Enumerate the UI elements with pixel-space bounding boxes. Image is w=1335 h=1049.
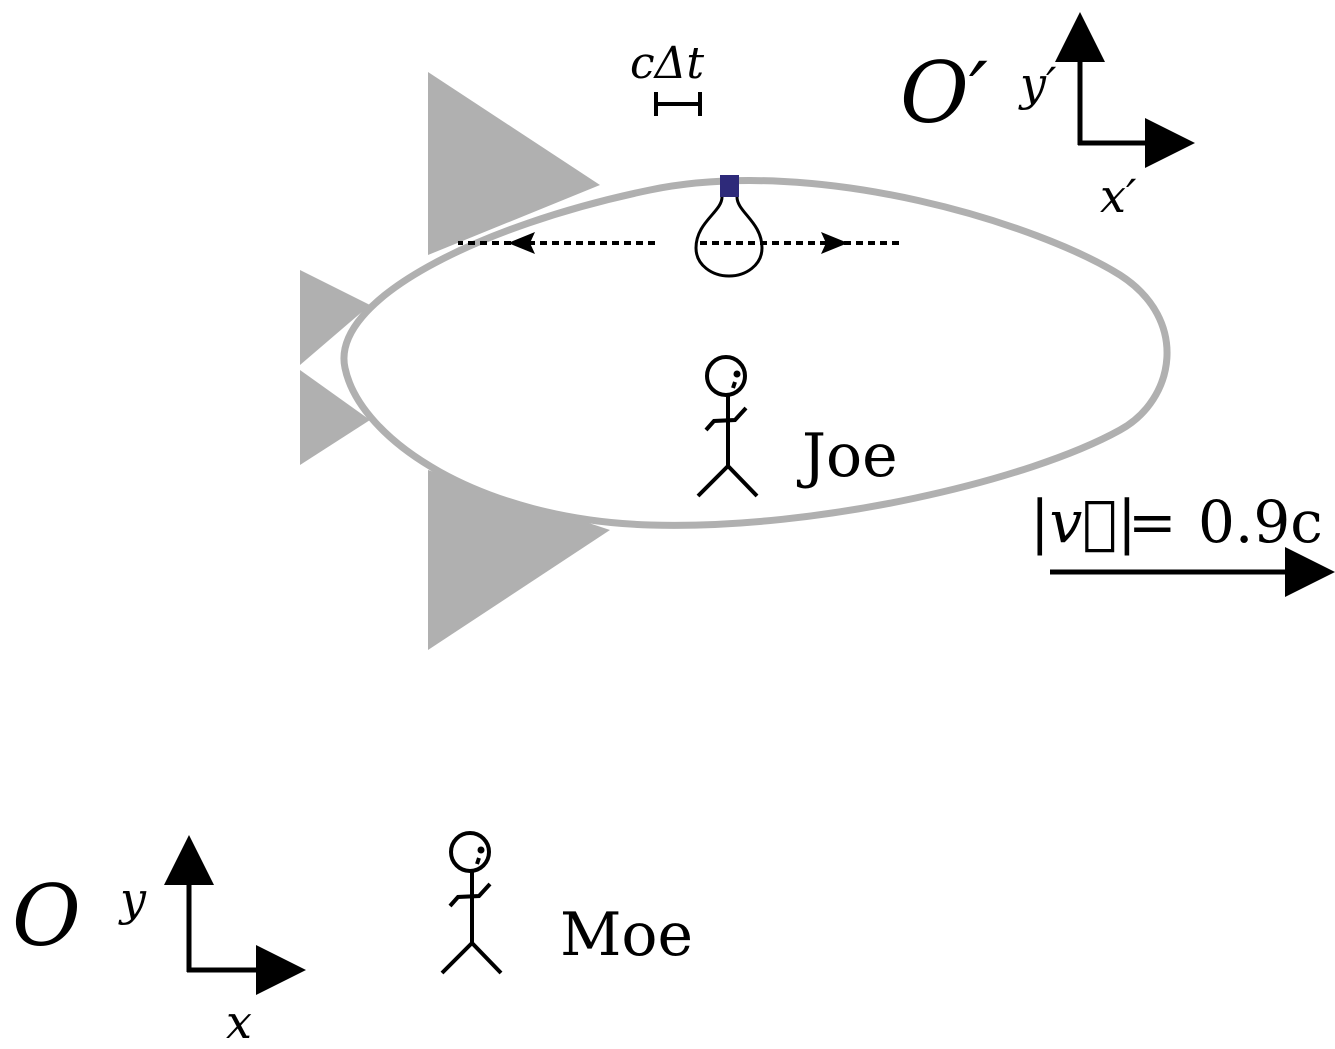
ship-hull [340, 177, 1171, 529]
ship-top-fin [428, 72, 600, 255]
bulb-cap [720, 175, 739, 197]
moe-label: Moe [560, 900, 693, 970]
ship-rear-fin-upper [300, 270, 370, 365]
joe-stick-figure [696, 355, 759, 498]
rest-x-axis-label: x [226, 995, 252, 1049]
light-distance-scale-bar [654, 92, 702, 116]
joe-label: Joe [796, 421, 898, 491]
light-distance-label: cΔt [630, 38, 704, 89]
primed-frame-label: O′ [900, 44, 988, 142]
rest-frame-label: O [12, 867, 81, 965]
svg-text:=: = [1128, 488, 1177, 556]
primed-y-axis-label: y′ [1018, 57, 1057, 111]
light-pulse-left-arrowhead [508, 232, 535, 254]
velocity-label: |v⃗| = 0.9c [1030, 488, 1323, 556]
rest-y-axis-label: y [118, 872, 147, 926]
svg-text:|v⃗|: |v⃗| [1030, 488, 1137, 556]
light-bulb-icon [694, 175, 764, 278]
light-pulse-right-arrowhead [821, 232, 848, 254]
svg-text:0.9c: 0.9c [1198, 488, 1323, 556]
moe-stick-figure [440, 831, 503, 975]
primed-x-axis-label: x′ [1100, 169, 1137, 223]
ship-rear-fin-lower [300, 370, 370, 465]
